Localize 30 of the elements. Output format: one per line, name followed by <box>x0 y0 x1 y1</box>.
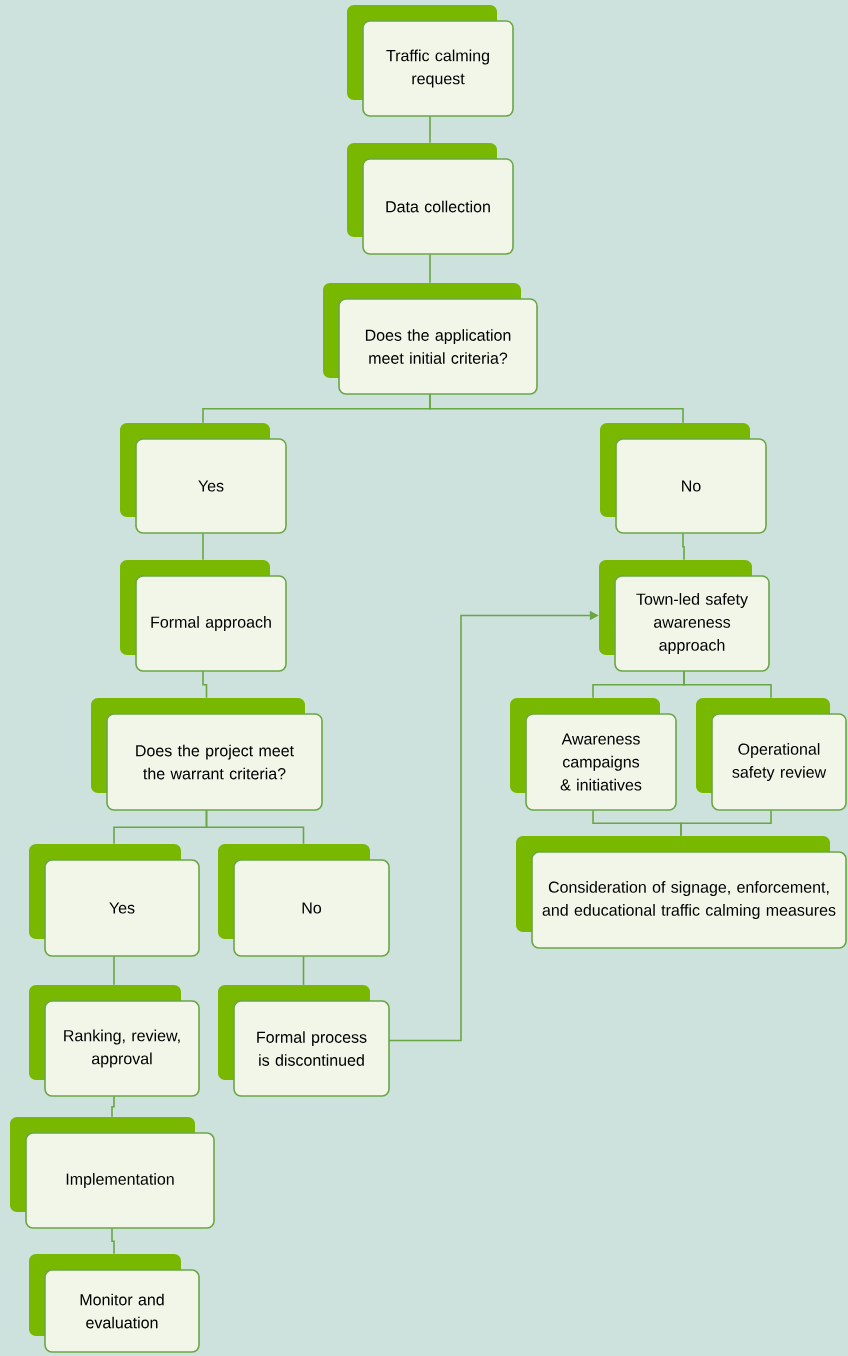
flowchart-box: Yes <box>120 423 287 534</box>
flowchart-box: Monitor and evaluation <box>29 1254 200 1353</box>
flowchart-box: Data collection <box>347 143 514 255</box>
flowchart-box: Traffic calming request <box>347 5 514 117</box>
connector <box>111 1227 115 1255</box>
connector <box>202 532 204 561</box>
flowchart-box: Does the project meet the warrant criteria? <box>91 698 323 811</box>
flowchart-box: Formal approach <box>120 560 287 672</box>
connector <box>111 1095 115 1118</box>
connector <box>202 670 208 699</box>
connector <box>429 393 684 424</box>
flowchart-box: Consideration of signage, enforcement, and educational traffic calming measures <box>516 836 847 949</box>
connector <box>205 809 305 845</box>
flowchart-box: Awareness campaigns & initiatives <box>510 698 677 811</box>
connector <box>683 670 772 699</box>
flowchart-box: Town-led safety awareness approach <box>599 560 770 672</box>
connector <box>113 955 115 986</box>
flowchart-box: No <box>600 423 767 534</box>
flowchart-box: Ranking, review, approval <box>29 985 200 1097</box>
flowchart-box: Does the application meet initial criteria? <box>323 283 538 395</box>
connector <box>680 809 772 837</box>
connector <box>302 955 305 986</box>
flowchart-box: Implementation <box>10 1117 215 1229</box>
flowchart-box: No <box>218 844 390 957</box>
connector <box>429 253 431 284</box>
connector <box>429 115 431 144</box>
connector <box>682 532 685 561</box>
flowchart-box: Operational safety review <box>696 698 847 811</box>
flowchart-box: Formal process is discontinued <box>218 985 390 1097</box>
flowchart-box: Yes <box>29 844 200 957</box>
